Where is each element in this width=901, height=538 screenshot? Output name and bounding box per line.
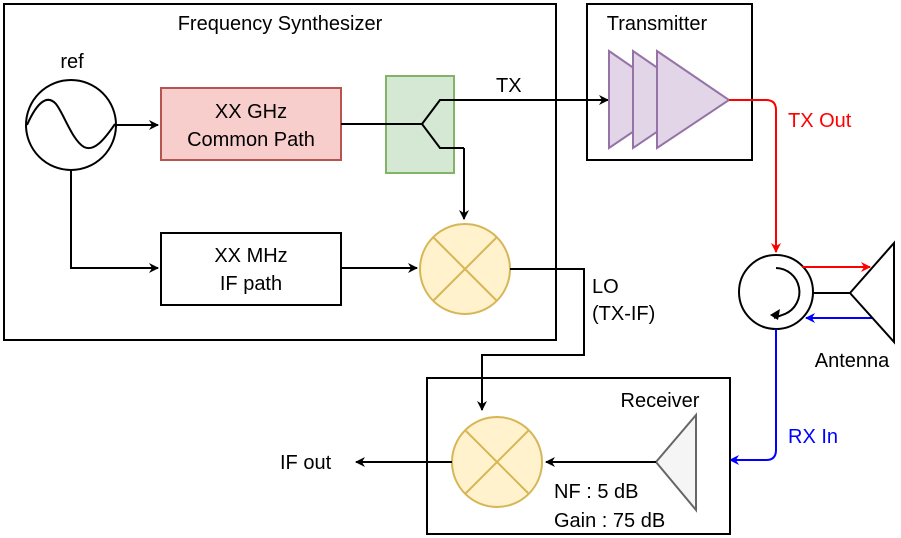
synth-mixer [419,223,511,315]
lo-sublabel: (TX-IF) [592,303,655,325]
mixer-cross-icon [432,236,498,302]
mixer-cross-icon [464,429,530,495]
receiver-block: Receiver NF : 5 dB Gain : 75 dB [426,377,731,535]
tx-label: TX [496,75,522,97]
if-path-line2: IF path [220,273,282,295]
circulator-arrow-icon [773,267,801,319]
gain-spec: Gain : 75 dB [554,510,665,532]
reference-oscillator: ref [25,51,117,171]
if-path-block: XX MHz IF path [160,232,342,306]
lna-amplifier-icon [654,412,697,513]
horn-antenna-icon [848,240,895,345]
nf-spec: NF : 5 dB [554,481,638,503]
power-amplifier-chain-icon [608,49,731,150]
tx-out-wire [729,99,781,253]
frequency-synthesizer-title: Frequency Synthesizer [178,13,383,35]
ref-label: ref [60,51,84,73]
sine-wave-icon [26,98,116,150]
circulator [738,254,814,330]
rx-in-wire [729,329,777,465]
common-path-line2: Common Path [187,129,315,151]
lo-label: LO [592,276,619,298]
antenna-label: Antenna [815,350,890,372]
transmitter-block: Transmitter [586,3,753,161]
tx-out-label: TX Out [788,110,852,132]
frequency-synthesizer-block: Frequency Synthesizer [3,3,557,341]
transmitter-title: Transmitter [607,13,708,35]
if-out-label: IF out [280,452,332,474]
lo-wire [477,268,585,411]
if-path-line1: XX MHz [214,245,287,267]
receiver-mixer [451,416,543,508]
common-path-block: XX GHz Common Path [160,87,342,161]
receiver-title: Receiver [621,390,700,412]
splitter-fork-icon [421,99,464,149]
common-path-line1: XX GHz [215,101,287,123]
ref-to-if-path-wire [70,171,159,273]
rx-in-label: RX In [788,426,838,448]
antenna: Antenna [815,240,895,372]
